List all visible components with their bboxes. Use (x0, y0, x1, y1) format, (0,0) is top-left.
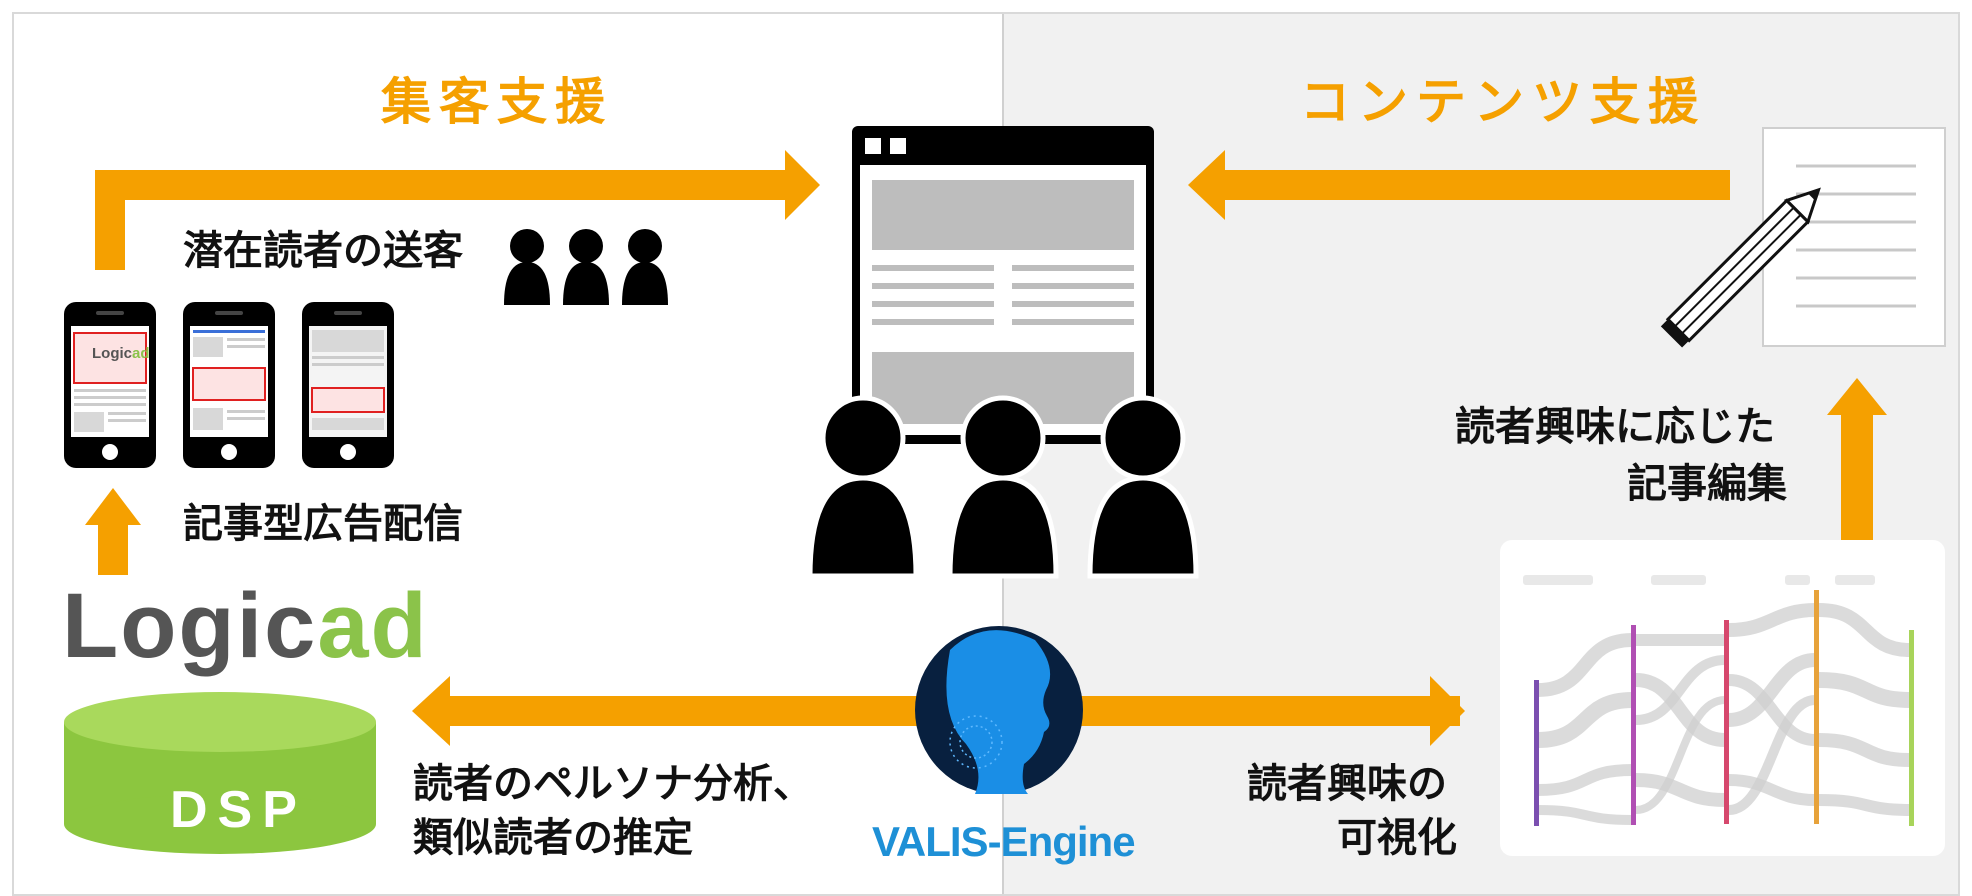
label-send-readers: 潜在読者の送客 (183, 228, 463, 274)
browser-window-icon (852, 126, 1154, 444)
smartphone-icon (183, 302, 275, 468)
label-editing-line1: 読者興味に応じた (1455, 404, 1775, 450)
logicad-logo-main: Logic (62, 575, 318, 677)
smartphone-icon (302, 302, 394, 468)
database-icon (64, 692, 376, 854)
arrow-top-right-shaft (1225, 170, 1730, 200)
label-native-ads: 記事型広告配信 (183, 501, 463, 547)
large-people-group (807, 395, 1199, 579)
arrows (85, 150, 1887, 746)
arrow-top-left-head (785, 150, 820, 220)
arrow-top-right-head (1188, 150, 1225, 220)
dsp-label: DSP (170, 781, 307, 839)
pencil-icon (1660, 187, 1821, 348)
person-icon (1087, 395, 1199, 579)
label-persona-line2: 類似読者の推定 (413, 815, 693, 861)
phone-ad-logo: Logicad (92, 345, 150, 362)
arrow-bottom-right-head (1430, 676, 1465, 746)
person-icon (563, 229, 609, 305)
arrow-top-left-shaft (95, 170, 785, 200)
valis-engine-label: VALIS-Engine (872, 818, 1136, 865)
label-interest-viz-line2: 可視化 (1337, 815, 1457, 861)
arrow-dsp-shaft (98, 525, 128, 575)
logicad-logo: Logicad (62, 574, 429, 679)
heading-content-support: コンテンツ支援 (1300, 73, 1706, 131)
smartphone-icon (64, 302, 156, 468)
phone-ad-logo-accent: ad (132, 345, 150, 362)
person-icon (947, 395, 1059, 579)
sankey-chart-thumbnail (1500, 540, 1945, 856)
arrow-dsp-head (85, 488, 141, 525)
label-editing-line2: 記事編集 (1627, 461, 1787, 507)
logicad-logo-accent: ad (317, 575, 429, 677)
arrow-bottom-left-head (412, 676, 450, 746)
small-people-group (504, 229, 668, 305)
arrow-right-up-shaft (1841, 415, 1873, 543)
person-icon (807, 395, 919, 579)
label-persona-line1: 読者のペルソナ分析、 (413, 761, 813, 807)
phone-ad-logo-main: Logic (92, 345, 132, 362)
arrow-right-up-head (1827, 378, 1887, 415)
valis-head-icon (915, 626, 1083, 794)
label-interest-viz-line1: 読者興味の (1247, 761, 1447, 807)
person-icon (622, 229, 668, 305)
person-icon (504, 229, 550, 305)
heading-customer-acquisition: 集客支援 (381, 73, 613, 131)
